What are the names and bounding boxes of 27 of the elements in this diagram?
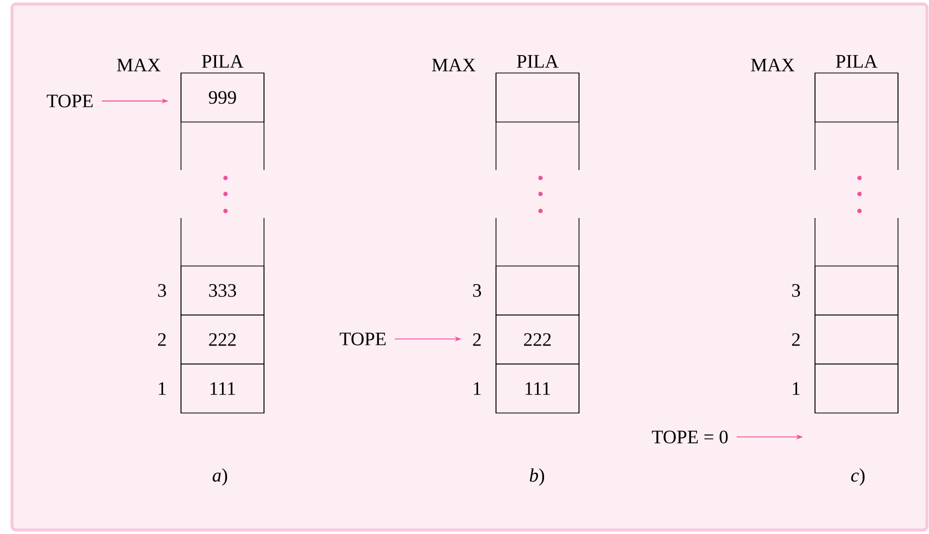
index-number: 2: [158, 333, 166, 346]
index-number: 1: [474, 382, 481, 395]
column-heading: PILA: [516, 55, 558, 68]
panel-caption: a): [212, 468, 228, 486]
index-number: 3: [158, 284, 166, 297]
max-label: MAX: [117, 58, 160, 72]
index-number: 3: [792, 284, 800, 297]
max-label: MAX: [432, 58, 476, 72]
column-heading: PILA: [202, 55, 244, 68]
index-number: 2: [473, 333, 481, 346]
panel-caption: b): [530, 468, 544, 486]
index-number: 1: [158, 382, 166, 395]
stack-cell: 222: [180, 314, 264, 364]
pointer-label: TOPE: [46, 94, 93, 108]
stack-cell: 111: [180, 364, 264, 414]
stack-cell: 333: [180, 266, 264, 316]
index-number: 2: [792, 333, 800, 346]
stack-cell: 111: [496, 364, 580, 414]
stack-cell: 999: [180, 72, 264, 122]
column-heading: PILA: [836, 55, 878, 68]
index-number: 3: [473, 284, 481, 297]
index-number: 1: [792, 382, 800, 395]
pointer-label: TOPE = 0: [652, 430, 728, 444]
stack-cell: 222: [496, 314, 580, 364]
max-label: MAX: [751, 58, 794, 72]
pointer-label: TOPE: [340, 332, 386, 346]
panel-caption: c): [851, 468, 865, 486]
